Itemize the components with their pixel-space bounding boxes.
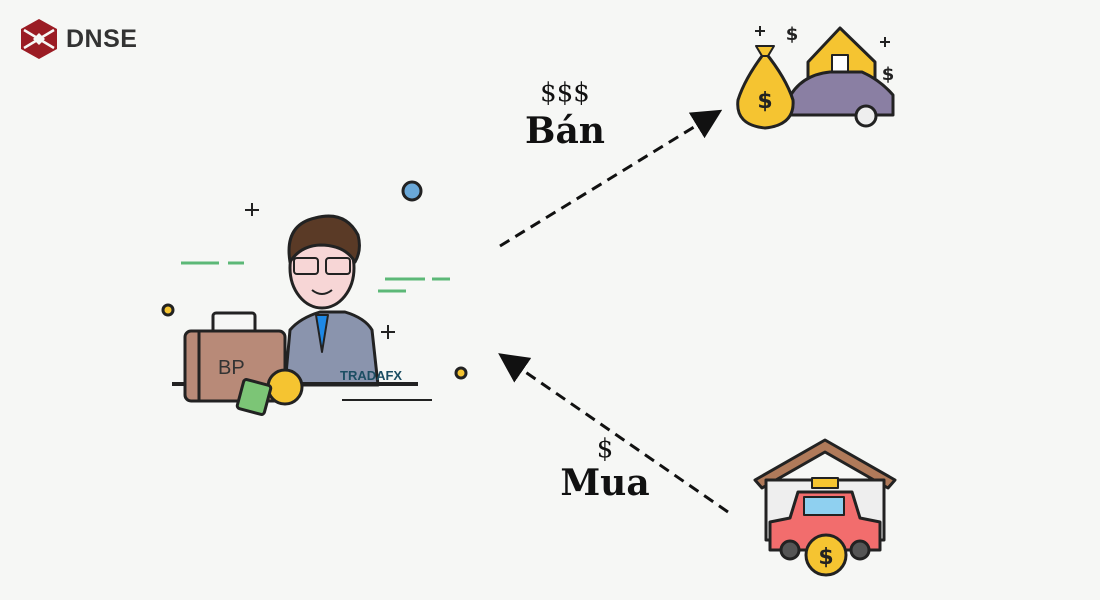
sell-money-label: $$$ (540, 78, 590, 108)
dollar-icon: $ (882, 64, 895, 85)
trader-illustration (161, 180, 468, 416)
dollar-icon: $ (786, 24, 799, 45)
dollar-icon: $ (818, 545, 833, 570)
dnse-logo[interactable]: DNSE (20, 18, 137, 60)
sell-arrow (499, 109, 723, 248)
buy-arrow (498, 353, 729, 514)
brand-name: DNSE (66, 24, 138, 53)
tradafx-watermark: TRADAFX (340, 368, 402, 383)
dollar-icon: $ (757, 89, 772, 114)
buy-label: Mua (560, 462, 650, 504)
garage-car-icon (753, 438, 897, 577)
sell-label: Bán (525, 110, 605, 152)
house-car-moneybag-icon (736, 26, 895, 130)
buy-money-label: $ (596, 434, 614, 464)
briefcase-text: BP (218, 357, 245, 379)
dnse-hexagon-icon (21, 19, 57, 59)
